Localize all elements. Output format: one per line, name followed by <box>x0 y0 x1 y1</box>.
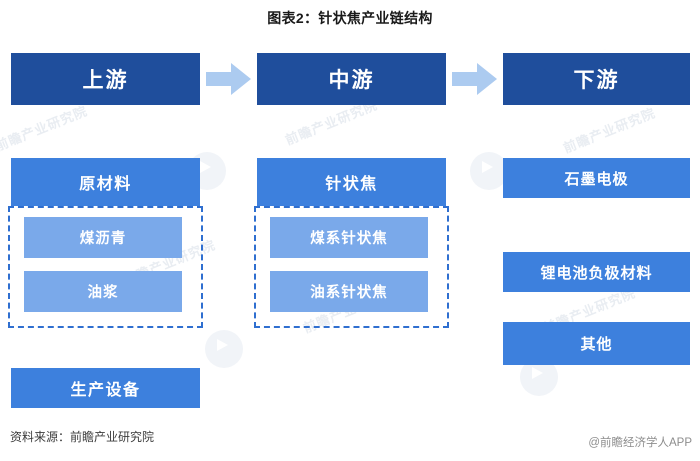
leaf-box-coal-based-needle-coke[interactable]: 煤系针状焦 <box>270 217 428 258</box>
arrow-midstream-to-downstream <box>452 62 498 101</box>
group-header-label: 针状焦 <box>325 176 378 193</box>
dashed-group-upstream <box>8 206 203 328</box>
leaf-box-oil-slurry[interactable]: 油浆 <box>24 271 182 312</box>
stage-box-upstream[interactable]: 上游 <box>11 53 200 105</box>
application-label: 锂电池负极材料 <box>540 264 653 282</box>
credit-watermark: @前瞻经济学人APP <box>588 437 692 449</box>
stage-box-midstream[interactable]: 中游 <box>257 53 446 105</box>
watermark-text: 前瞻产业研究院 <box>561 105 658 156</box>
leaf-label: 煤系针状焦 <box>310 231 388 247</box>
arrow-upstream-to-midstream <box>206 62 252 101</box>
application-box-other[interactable]: 其他 <box>503 322 690 365</box>
stage-box-downstream[interactable]: 下游 <box>503 53 690 105</box>
page-title: 图表2：针状焦产业链结构 <box>267 10 433 26</box>
stage-label-downstream: 下游 <box>573 69 620 92</box>
leaf-box-coal-tar-pitch[interactable]: 煤沥青 <box>24 217 182 258</box>
source-note: 资料来源：前瞻产业研究院 <box>10 430 155 444</box>
watermark-text: 前瞻产业研究院 <box>0 103 90 154</box>
stage-label-midstream: 中游 <box>328 69 375 92</box>
application-label: 石墨电极 <box>564 170 629 188</box>
dashed-group-midstream <box>254 206 449 328</box>
stage-label-upstream: 上游 <box>82 69 129 92</box>
application-box-graphite-electrode[interactable]: 石墨电极 <box>503 158 690 198</box>
group-label: 生产设备 <box>70 382 141 399</box>
group-header-needle-coke[interactable]: 针状焦 <box>257 158 446 206</box>
leaf-box-oil-based-needle-coke[interactable]: 油系针状焦 <box>270 271 428 312</box>
group-header-label: 原材料 <box>79 176 132 193</box>
group-box-production-equipment[interactable]: 生产设备 <box>11 368 200 408</box>
leaf-label: 油浆 <box>87 285 119 301</box>
watermark-logo-icon <box>205 330 243 368</box>
leaf-label: 煤沥青 <box>79 231 127 247</box>
group-header-raw-materials[interactable]: 原材料 <box>11 158 200 206</box>
application-label: 其他 <box>580 336 613 353</box>
leaf-label: 油系针状焦 <box>310 285 388 301</box>
application-box-lithium-battery-anode-material[interactable]: 锂电池负极材料 <box>503 252 690 292</box>
